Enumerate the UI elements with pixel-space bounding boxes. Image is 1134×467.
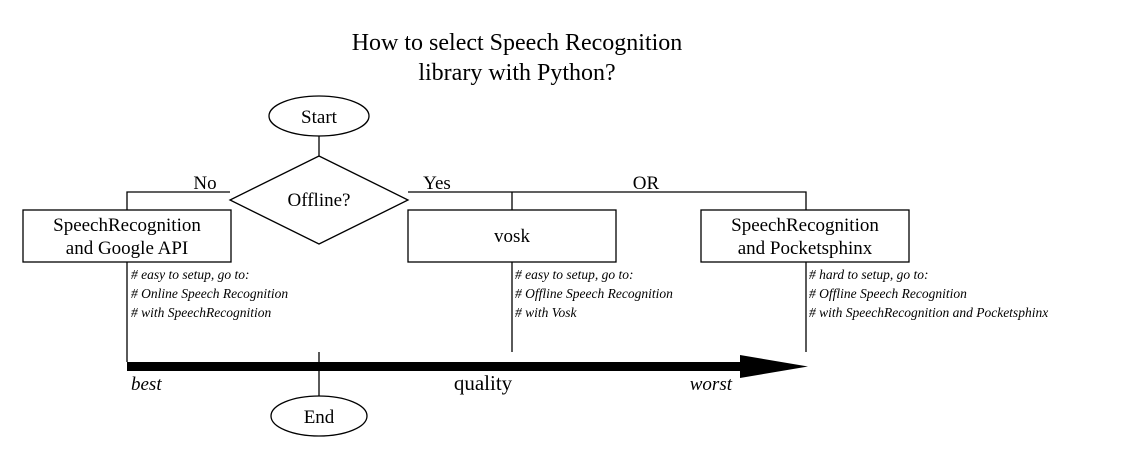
end-ellipse <box>270 395 368 437</box>
quality-arrow-shaft <box>127 362 742 371</box>
pocketsphinx-note-line-3: # with SpeechRecognition and Pocketsphin… <box>809 305 1048 320</box>
connector-yes-branch <box>408 191 807 210</box>
google-api-notes: # easy to setup, go to: # Online Speech … <box>131 267 288 320</box>
pocketsphinx-label-line-2: and Pocketsphinx <box>738 238 873 259</box>
google-note-line-3: # with SpeechRecognition <box>131 305 271 320</box>
quality-arrow-head <box>740 355 808 378</box>
google-api-label-line-2: and Google API <box>66 238 188 259</box>
connectors <box>126 136 807 396</box>
pocketsphinx-note-line-1: # hard to setup, go to: <box>809 267 929 282</box>
end-node: End <box>270 395 368 437</box>
vosk-box <box>407 209 617 263</box>
end-label: End <box>304 407 335 428</box>
quality-arrow <box>127 355 808 378</box>
connector-no-branch <box>126 191 230 210</box>
vosk-notes: # easy to setup, go to: # Offline Speech… <box>515 267 673 320</box>
decision-label: Offline? <box>288 190 351 211</box>
vosk-note-line-1: # easy to setup, go to: <box>515 267 633 282</box>
branch-label-or: OR <box>633 173 660 194</box>
branch-label-yes: Yes <box>423 173 451 194</box>
google-api-box <box>22 209 232 263</box>
google-note-line-1: # easy to setup, go to: <box>131 267 249 282</box>
branch-label-no: No <box>193 173 216 194</box>
vosk-label: vosk <box>494 226 530 247</box>
start-ellipse <box>268 95 370 137</box>
vosk-node: vosk <box>407 209 617 263</box>
decision-diamond <box>228 155 410 245</box>
decision-node: Offline? <box>228 155 410 245</box>
google-api-node: SpeechRecognition and Google API <box>22 209 232 263</box>
pocketsphinx-label-line-1: SpeechRecognition <box>731 215 879 236</box>
pocketsphinx-box <box>700 209 910 263</box>
vosk-note-line-3: # with Vosk <box>515 305 578 320</box>
google-note-line-2: # Online Speech Recognition <box>131 286 288 301</box>
start-node: Start <box>268 95 370 137</box>
pocketsphinx-notes: # hard to setup, go to: # Offline Speech… <box>809 267 1048 320</box>
quality-label: quality <box>454 371 513 395</box>
vosk-note-line-2: # Offline Speech Recognition <box>515 286 673 301</box>
pocketsphinx-node: SpeechRecognition and Pocketsphinx <box>700 209 910 263</box>
title-line-1: How to select Speech Recognition <box>352 30 683 56</box>
title-line-2: library with Python? <box>418 60 615 86</box>
quality-best-label: best <box>131 374 162 395</box>
start-label: Start <box>301 107 338 128</box>
google-api-label-line-1: SpeechRecognition <box>53 215 201 236</box>
pocketsphinx-note-line-2: # Offline Speech Recognition <box>809 286 967 301</box>
quality-worst-label: worst <box>690 374 733 395</box>
